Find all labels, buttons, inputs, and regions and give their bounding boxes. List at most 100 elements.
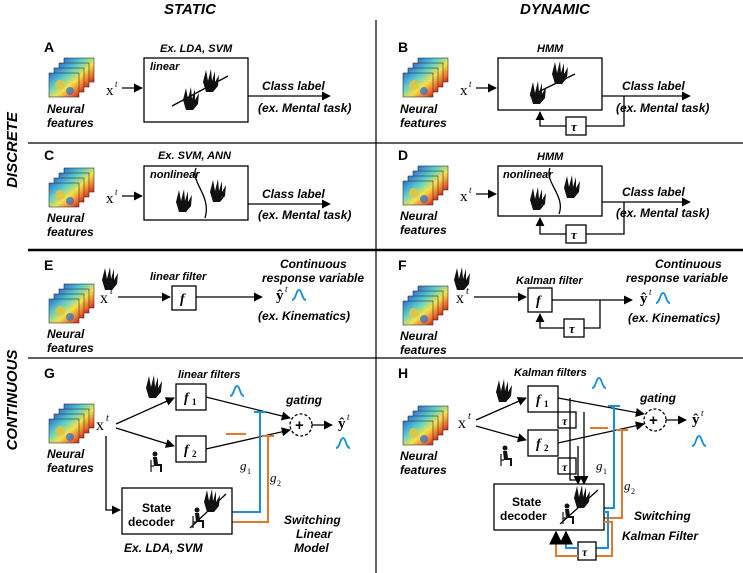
filters-label: linear filters <box>178 369 240 381</box>
svg-text:1: 1 <box>603 467 607 476</box>
gate-signal-2 <box>604 430 623 519</box>
delay-box <box>557 457 577 475</box>
filter-2-output <box>205 427 291 450</box>
plus-symbol: + <box>295 417 304 434</box>
panel-letter: H <box>398 365 408 381</box>
header-discrete: DISCRETE <box>4 111 21 188</box>
neural-label: Neural <box>47 102 85 116</box>
panel-letter: F <box>398 257 407 273</box>
class-label: Class label <box>262 79 325 93</box>
yhat-symbol: ŷ <box>692 412 700 428</box>
filter-2-output <box>557 421 645 444</box>
classifier-box <box>143 57 249 123</box>
g1-symbol: g <box>240 458 247 473</box>
svg-text:t: t <box>347 412 350 422</box>
panel-h: H Neural features x t Kalman filters f 1… <box>398 365 707 561</box>
feedback-line <box>586 96 625 127</box>
method-label: Ex. SVM, ANN <box>158 150 232 162</box>
mental-task-label: (ex. Mental task) <box>616 101 709 115</box>
mental-task-label: (ex. Mental task) <box>258 208 351 222</box>
decoder-feedback-orange <box>596 521 613 557</box>
x-symbol: x <box>106 83 114 99</box>
svg-text:2: 2 <box>544 443 549 453</box>
boundary-label: linear <box>150 61 180 73</box>
f-symbol: f <box>180 292 186 307</box>
svg-text:t: t <box>115 187 118 197</box>
svg-text:t: t <box>110 286 113 297</box>
neural-features-image <box>48 403 95 444</box>
gating-label: gating <box>639 391 677 405</box>
state-label: State <box>512 495 542 509</box>
g2-symbol: g <box>624 478 631 493</box>
x-symbol: x <box>456 290 464 307</box>
svg-text:2: 2 <box>277 479 281 488</box>
feedback-arrow <box>535 217 566 235</box>
panel-d: D Neural features x t HMM nonlinear Clas… <box>398 147 709 244</box>
panel-g: G Neural features x t linear filters f 1… <box>44 365 351 555</box>
method-label: Ex. LDA, SVM <box>124 541 204 555</box>
method-label: Ex. LDA, SVM <box>160 43 233 55</box>
decoder-label: decoder <box>128 515 175 529</box>
hand-icon <box>146 375 162 398</box>
neural-label: Neural <box>47 327 85 341</box>
hand-icon <box>496 379 512 402</box>
boundary-label: nonlinear <box>503 169 553 181</box>
neural-label: Neural <box>400 329 438 343</box>
nonlinear-boundary <box>194 167 207 219</box>
panel-b: B Neural features x t HMM Class label (e… <box>398 39 709 136</box>
x-symbol: x <box>106 191 114 207</box>
g1-symbol: g <box>596 458 603 473</box>
neural-label: Neural <box>400 102 438 116</box>
neural-label: Neural <box>400 209 438 223</box>
delay-box <box>557 411 577 429</box>
neural-features-image <box>402 165 449 206</box>
tau-symbol: τ <box>569 321 576 336</box>
decoder-feedback-blue-in <box>559 530 578 549</box>
header-static: STATIC <box>164 1 217 18</box>
x-symbol: x <box>460 83 468 99</box>
filters-label: Kalman filters <box>514 367 587 379</box>
gaussian-icon <box>591 377 607 389</box>
svg-text:t: t <box>469 185 472 195</box>
svg-text:t: t <box>468 411 471 422</box>
features-label: features <box>47 341 94 355</box>
gating-label: gating <box>285 393 323 407</box>
svg-text:1: 1 <box>544 399 549 409</box>
neural-features-image <box>402 57 449 98</box>
svg-text:t: t <box>701 408 704 418</box>
sitting-person-icon <box>150 450 163 473</box>
neural-features-image <box>48 167 95 208</box>
class-label: Class label <box>262 187 325 201</box>
svg-text:t: t <box>285 284 288 294</box>
hmm-box <box>497 165 603 217</box>
mental-task-label: (ex. Mental task) <box>258 101 351 115</box>
features-label: features <box>47 116 94 130</box>
panel-letter: G <box>44 365 55 381</box>
decoder-label: decoder <box>500 509 547 523</box>
yhat-symbol: ŷ <box>640 291 648 307</box>
gaussian-icon <box>229 385 245 397</box>
method-label: HMM <box>537 43 564 55</box>
response-label-1: Continuous <box>655 257 722 271</box>
neural-label: Neural <box>47 447 85 461</box>
filter-1-output <box>557 397 645 417</box>
boundary-label: nonlinear <box>150 169 200 181</box>
state-decoder-box <box>493 483 605 531</box>
linear-boundary <box>171 75 229 107</box>
svg-text:t: t <box>469 79 472 89</box>
decoder-feedback-orange-in <box>549 530 578 557</box>
x-symbol: x <box>100 290 108 307</box>
f1-symbol: f <box>536 393 542 408</box>
gaussian-icon <box>335 437 351 449</box>
x-symbol: x <box>96 417 104 434</box>
class-label: Class label <box>622 79 685 93</box>
svg-text:2: 2 <box>192 449 197 459</box>
tau-symbol: τ <box>562 460 568 474</box>
panel-letter: B <box>398 39 408 55</box>
switching-label: Switching <box>284 513 341 527</box>
panel-e: E Neural features x t linear filter f Co… <box>44 257 364 355</box>
f2-symbol: f <box>184 443 190 458</box>
svg-text:1: 1 <box>192 397 197 407</box>
gaussian-icon <box>691 435 707 447</box>
